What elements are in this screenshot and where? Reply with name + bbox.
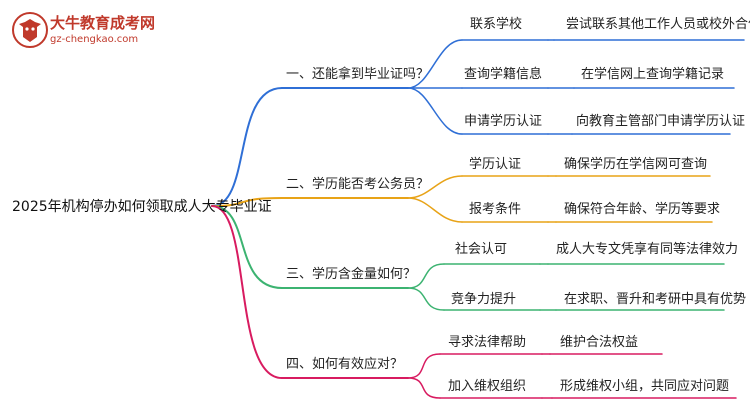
sub-topic-shenqing-renzheng: 申请学历认证 xyxy=(464,114,543,129)
branch-1-sub-3-connector xyxy=(407,87,463,135)
branch-3-label: 三、学历含金量如何？ xyxy=(286,267,417,282)
leaf-xueli-renzheng: 确保学历在学信网可查询 xyxy=(564,157,708,172)
leaf-falv-bangzhu: 维护合法权益 xyxy=(560,335,639,350)
leaf-shehui-renke: 成人大专文凭享有同等法律效力 xyxy=(556,242,739,257)
branch-2-sub-1-connector xyxy=(407,175,463,199)
sub-topic-lianxi-xuexiao: 联系学校 xyxy=(470,17,523,32)
sub-topic-baokao-tiaojian: 报考条件 xyxy=(469,202,522,217)
branch-3-sub-2-connector xyxy=(407,287,445,311)
leaf-jingzhengli: 在求职、晋升和考研中具有优势 xyxy=(564,292,747,307)
branch-4-label: 四、如何有效应对？ xyxy=(286,357,404,372)
branch-4-sub-2-connector xyxy=(407,377,441,399)
branch-3-connector xyxy=(211,205,283,289)
leaf-chaxun-xueji: 在学信网上查询学籍记录 xyxy=(581,67,725,82)
branch-3-sub-1-connector xyxy=(407,263,445,289)
branch-1-sub-1-connector xyxy=(407,39,463,89)
sub-topic-jingzhengli: 竞争力提升 xyxy=(451,292,517,307)
root-topic: 2025年机构停办如何领取成人大专毕业证 xyxy=(12,199,272,215)
leaf-baokao-tiaojian: 确保符合年龄、学历等要求 xyxy=(564,202,721,217)
sub-topic-weiquan-zuzhi: 加入维权组织 xyxy=(448,379,527,394)
site-logo[interactable]: 大牛教育成考网 gz-chengkao.com xyxy=(10,8,180,54)
branch-4-connector xyxy=(211,205,283,379)
branch-2-sub-2-connector xyxy=(407,197,463,223)
branch-1-label: 一、还能拿到毕业证吗？ xyxy=(286,67,430,82)
branch-4-sub-1-connector xyxy=(407,353,441,379)
sub-topic-chaxun-xueji: 查询学籍信息 xyxy=(464,67,543,82)
branch-1-connector xyxy=(211,87,283,207)
logo-url: gz-chengkao.com xyxy=(50,34,139,45)
logo-title: 大牛教育成考网 xyxy=(50,14,156,32)
leaf-lianxi-xuexiao: 尝试联系其他工作人员或校外合作单位 xyxy=(566,17,750,32)
leaf-weiquan-zuzhi: 形成维权小组，共同应对问题 xyxy=(560,379,730,394)
sub-topic-falv-bangzhu: 寻求法律帮助 xyxy=(448,335,527,350)
branch-2-connector xyxy=(211,197,283,207)
leaf-shenqing-renzheng: 向教育主管部门申请学历认证 xyxy=(576,114,746,129)
bull-logo-icon xyxy=(12,12,48,48)
sub-topic-xueli-renzheng: 学历认证 xyxy=(469,157,522,172)
sub-topic-shehui-renke: 社会认可 xyxy=(455,242,508,257)
branch-2-label: 二、学历能否考公务员？ xyxy=(286,177,430,192)
